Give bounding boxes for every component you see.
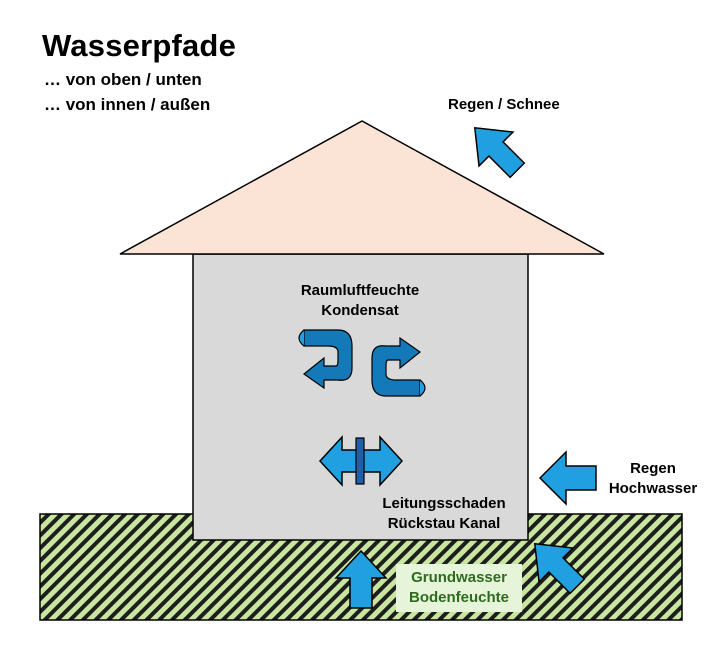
arrow-up-icon — [334, 549, 388, 609]
curved-arrow-icon — [371, 336, 426, 397]
room-humidity-label: Raumluftfeuchte — [300, 282, 420, 299]
arrow-up-left-icon — [533, 542, 586, 595]
arrow-left-icon — [538, 450, 597, 506]
arrow-down-left-icon — [473, 126, 526, 179]
rain-snow-label: Regen / Schnee — [448, 96, 560, 113]
flood-label: Hochwasser — [608, 480, 698, 497]
curved-arrow-icon — [298, 329, 353, 390]
groundwater-label: Grundwasser — [411, 569, 507, 586]
house-wall — [192, 253, 529, 541]
soil-moisture-label: Bodenfeuchte — [408, 589, 509, 606]
condensate-label: Kondensat — [321, 302, 399, 319]
sewer-backflow-label: Rückstau Kanal — [387, 515, 501, 532]
subtitle-line: … von oben / unten — [44, 70, 202, 89]
house-roof — [119, 120, 605, 255]
diagram-title: Wasserpfade — [42, 28, 237, 63]
subtitle-line: … von innen / außen — [44, 95, 211, 114]
double-arrow-icon — [318, 435, 404, 487]
pipe-damage-label: Leitungsschaden — [382, 495, 506, 512]
groundwater-label-box — [396, 564, 522, 612]
rain-label: Regen — [630, 460, 676, 477]
